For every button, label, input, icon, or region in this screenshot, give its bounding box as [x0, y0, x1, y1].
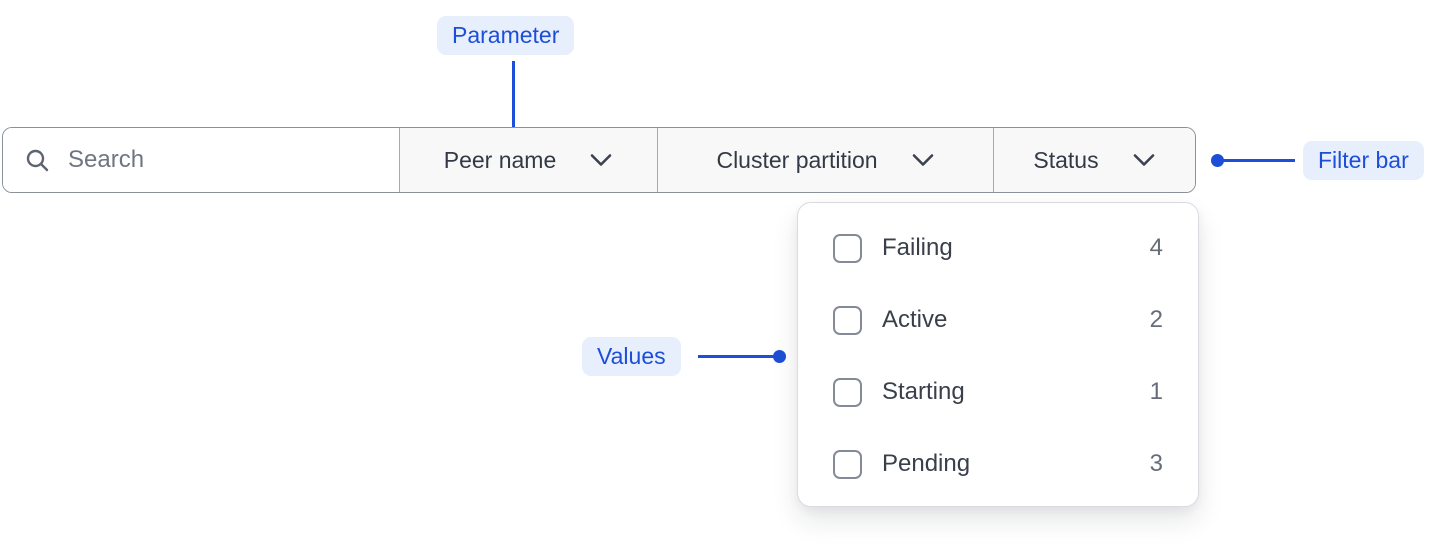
filter-bar-connector-line — [1222, 158, 1295, 162]
status-option-active[interactable]: Active 2 — [833, 284, 1163, 356]
dropdown-peer-name-label: Peer name — [443, 146, 557, 173]
status-option-label: Failing — [882, 234, 953, 261]
dropdown-status[interactable]: Status — [993, 128, 1195, 192]
status-option-starting[interactable]: Starting 1 — [833, 356, 1163, 428]
filter-bar-annotation-badge: Filter bar — [1303, 141, 1424, 180]
dropdown-cluster-partition-label: Cluster partition — [716, 146, 878, 173]
status-option-count: 2 — [1149, 306, 1163, 333]
status-option-count: 1 — [1149, 378, 1163, 405]
status-option-pending[interactable]: Pending 3 — [833, 428, 1163, 500]
parameter-connector-line — [511, 61, 515, 136]
search-input[interactable] — [68, 146, 399, 174]
filter-bar-connector-dot — [1210, 153, 1224, 167]
search-section — [3, 128, 399, 192]
checkbox-failing[interactable] — [833, 233, 862, 263]
dropdown-status-label: Status — [1033, 146, 1099, 173]
status-option-failing[interactable]: Failing 4 — [833, 212, 1163, 284]
status-dropdown-panel: Failing 4 Active 2 Starting 1 Pending 3 — [797, 202, 1199, 507]
values-annotation-badge: Values — [582, 337, 681, 376]
parameter-annotation-badge: Parameter — [437, 16, 575, 55]
checkbox-active[interactable] — [833, 305, 862, 335]
status-option-label: Starting — [882, 378, 965, 405]
status-option-label: Pending — [882, 450, 971, 477]
status-option-count: 4 — [1149, 234, 1163, 261]
values-connector-line — [698, 354, 774, 358]
search-icon — [26, 149, 49, 171]
filter-bar: Peer name Cluster partition Status — [2, 127, 1196, 193]
chevron-down-icon — [1133, 154, 1154, 166]
dropdown-peer-name[interactable]: Peer name — [399, 128, 657, 192]
checkbox-pending[interactable] — [833, 449, 862, 479]
status-option-count: 3 — [1149, 450, 1163, 477]
chevron-down-icon — [590, 154, 612, 166]
dropdown-cluster-partition[interactable]: Cluster partition — [657, 128, 993, 192]
chevron-down-icon — [912, 154, 933, 166]
values-connector-dot — [772, 349, 786, 363]
status-option-label: Active — [882, 306, 948, 333]
checkbox-starting[interactable] — [833, 377, 862, 407]
